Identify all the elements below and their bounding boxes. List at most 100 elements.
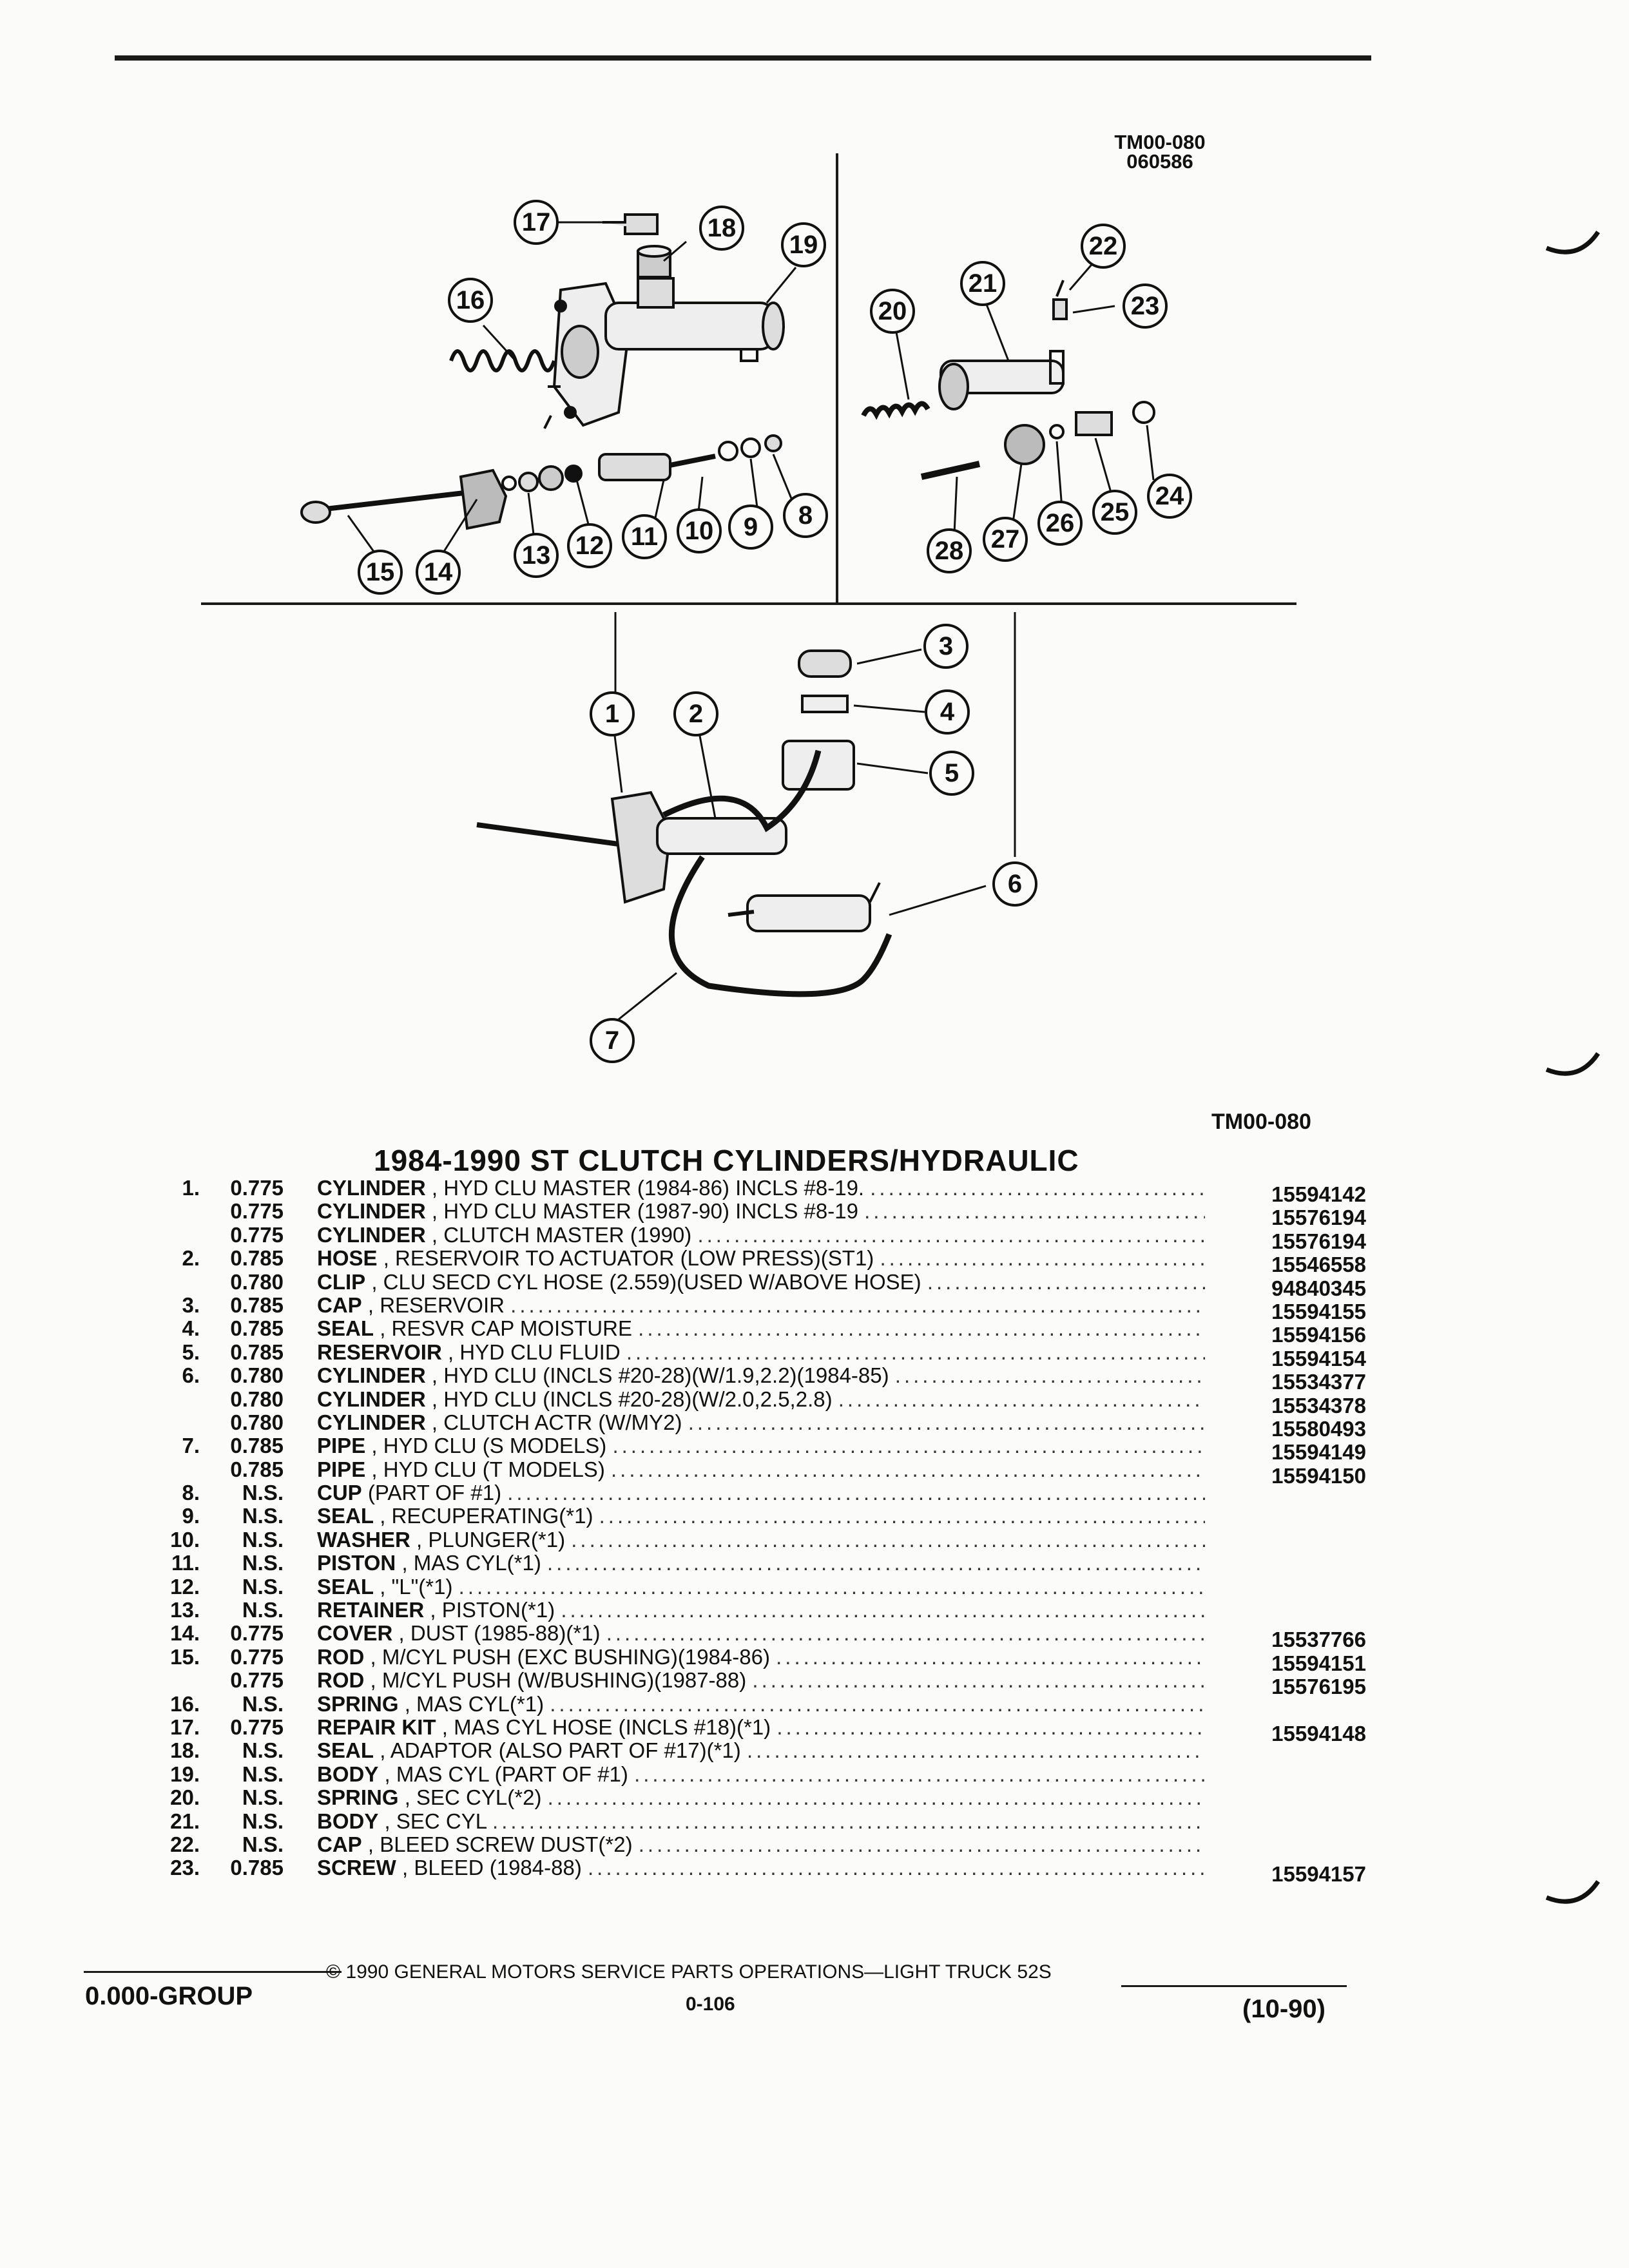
part-detail: , MAS CYL(*1): [404, 1692, 545, 1716]
part-detail: , DUST (1985-88)(*1): [398, 1622, 601, 1646]
callout-1: 1: [605, 700, 619, 728]
callout-14: 14: [424, 558, 453, 586]
part-description: REPAIR KIT , MAS CYL HOSE (INCLS #18)(*1…: [317, 1716, 1205, 1739]
callout-7: 7: [605, 1026, 619, 1055]
parts-row: 18.N.S.SEAL , ADAPTOR (ALSO PART OF #17)…: [148, 1739, 1366, 1762]
group-number: N.S.: [242, 1527, 284, 1552]
item-number: 3.: [182, 1293, 200, 1317]
item-number: 18.: [170, 1738, 200, 1763]
group-number: N.S.: [242, 1574, 284, 1599]
callout-2: 2: [689, 700, 703, 728]
group-number: 0.775: [230, 1644, 284, 1669]
parts-row: 8.N.S.CUP (PART OF #1) .................…: [148, 1481, 1366, 1504]
part-detail: , HYD CLU (INCLS #20-28)(W/1.9,2.2)(1984…: [431, 1364, 889, 1388]
item-number: 14.: [170, 1621, 200, 1646]
footer-rule-right: [1121, 1985, 1347, 1987]
group-number: N.S.: [242, 1832, 284, 1856]
part-number: 15534377: [1271, 1370, 1366, 1394]
part-name: HOSE: [317, 1247, 378, 1271]
callout-25: 25: [1101, 498, 1130, 526]
part-name: SEAL: [317, 1317, 374, 1341]
part-detail: , PLUNGER(*1): [416, 1528, 566, 1552]
part-description: BODY , MAS CYL (PART OF #1) ............…: [317, 1763, 1205, 1786]
internals-drawing: [300, 434, 782, 530]
leader-dots: ........................................…: [697, 1223, 1205, 1247]
group-number: N.S.: [242, 1598, 284, 1622]
item-number: 4.: [182, 1316, 200, 1341]
part-detail: , M/CYL PUSH (EXC BUSHING)(1984-86): [370, 1645, 770, 1669]
part-number: 15576194: [1271, 1206, 1366, 1230]
part-detail: , MAS CYL(*1): [401, 1552, 541, 1575]
leader-dots: ........................................…: [588, 1856, 1205, 1880]
part-description: CYLINDER , HYD CLU (INCLS #20-28)(W/2.0,…: [317, 1388, 1205, 1411]
parts-row: 16.N.S.SPRING , MAS CYL(*1) ............…: [148, 1692, 1366, 1716]
part-name: ROD: [317, 1645, 365, 1669]
group-number: 0.775: [230, 1222, 284, 1247]
item-number: 9.: [182, 1504, 200, 1528]
leader-dots: ........................................…: [894, 1364, 1205, 1388]
callout-5: 5: [945, 759, 959, 787]
leader-dots: ........................................…: [561, 1599, 1205, 1622]
leader-dots: ........................................…: [870, 1177, 1205, 1200]
part-number: 15594157: [1271, 1862, 1366, 1887]
leader-dots: ........................................…: [864, 1200, 1205, 1224]
item-number: 22.: [170, 1832, 200, 1856]
parts-row: 15. 0.775 ROD , M/CYL PUSH (EXC BUSHING)(1…: [148, 1644, 1366, 1675]
group-number: 0.780: [230, 1387, 284, 1411]
part-detail: , CLU SECD CYL HOSE (2.559)(USED W/ABOVE…: [371, 1270, 921, 1294]
part-detail: , HYD CLU MASTER (1987-90) INCLS #8-19: [431, 1200, 858, 1224]
callout-10: 10: [685, 517, 714, 545]
group-number: 0.775: [230, 1715, 284, 1739]
assembled-system-drawing: [476, 649, 892, 997]
part-number: 15594150: [1271, 1463, 1366, 1488]
part-name: CYLINDER: [317, 1223, 426, 1247]
part-detail: , HYD CLU (INCLS #20-28)(W/2.0,2.5,2.8): [431, 1387, 833, 1411]
part-description: SPRING , MAS CYL(*1) ...................…: [317, 1693, 1205, 1716]
item-number: 19.: [170, 1762, 200, 1786]
callout-11: 11: [631, 523, 658, 551]
group-number: 0.780: [230, 1269, 284, 1294]
part-detail: , RECUPERATING(*1): [380, 1504, 593, 1528]
part-description: SEAL , ADAPTOR (ALSO PART OF #17)(*1) ..…: [317, 1739, 1205, 1762]
part-description: RESERVOIR , HYD CLU FLUID ..............…: [317, 1341, 1205, 1364]
part-detail: , BLEED (1984-88): [402, 1856, 582, 1880]
part-number: 15537766: [1271, 1628, 1366, 1652]
part-number: 15576195: [1271, 1675, 1366, 1699]
callout-26: 26: [1046, 509, 1075, 537]
part-detail: , SEC CYL(*2): [404, 1786, 542, 1810]
part-description: CUP (PART OF #1) .......................…: [317, 1481, 1205, 1504]
secondary-cylinder-drawing: [861, 280, 1155, 480]
leader-dots: ........................................…: [776, 1645, 1205, 1669]
part-name: CAP: [317, 1832, 362, 1856]
part-detail: , "L"(*1): [380, 1575, 453, 1599]
group-number: 0.780: [230, 1410, 284, 1434]
part-number: 15576194: [1271, 1229, 1366, 1253]
group-number: 0.785: [230, 1316, 284, 1341]
item-number: 13.: [170, 1598, 200, 1622]
page-number: 0-106: [686, 1994, 735, 2015]
page-title: 1984-1990 ST CLUTCH CYLINDERS/HYDRAULIC: [374, 1144, 1079, 1177]
item-number: 15.: [170, 1644, 200, 1669]
exploded-view-illustration: 17 18 19 16 20 21 22 23 24 25 26 27 28 8…: [300, 200, 1192, 1063]
leader-dots: ........................................…: [927, 1270, 1205, 1294]
item-number: 5.: [182, 1340, 200, 1364]
leader-dots: ........................................…: [752, 1669, 1205, 1693]
part-description: PIPE , HYD CLU (S MODELS) ..............…: [317, 1434, 1205, 1457]
group-number: 0.775: [230, 1176, 284, 1200]
leader-dots: ........................................…: [880, 1247, 1205, 1271]
parts-row: 12.N.S.SEAL , "L"(*1) ..................…: [148, 1575, 1366, 1599]
part-name: REPAIR KIT: [317, 1715, 436, 1739]
item-number: 6.: [182, 1363, 200, 1388]
callout-13: 13: [522, 541, 551, 570]
part-name: SPRING: [317, 1786, 399, 1810]
part-description: CAP , BLEED SCREW DUST(*2) .............…: [317, 1833, 1205, 1856]
parts-row: 11.N.S.PISTON , MAS CYL(*1) ............…: [148, 1552, 1366, 1575]
